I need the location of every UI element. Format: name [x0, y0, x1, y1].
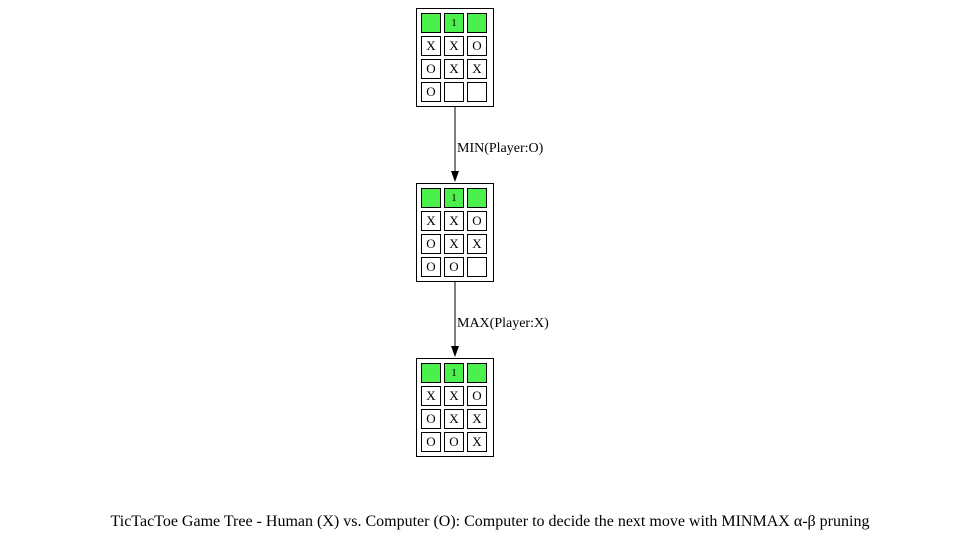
header-cell: 1	[444, 188, 464, 208]
header-cell	[421, 13, 441, 33]
header-cell	[421, 363, 441, 383]
board-cell: X	[421, 36, 441, 56]
board-row: O X X	[421, 59, 487, 79]
tree-node-max: 1 X X O O X X O O X	[416, 358, 494, 457]
board-cell: O	[444, 432, 464, 452]
board-cell	[467, 82, 487, 102]
board-cell: O	[421, 409, 441, 429]
header-row: 1	[421, 13, 487, 33]
board-grid: 1 X X O O X X O	[418, 10, 490, 105]
board-row: O X X	[421, 234, 487, 254]
board-cell: X	[444, 409, 464, 429]
board-row: O	[421, 82, 487, 102]
board-cell: X	[444, 211, 464, 231]
board-cell: X	[467, 59, 487, 79]
board-cell: X	[421, 386, 441, 406]
board-row: O O X	[421, 432, 487, 452]
tree-node-min: 1 X X O O X X O O	[416, 183, 494, 282]
board-cell: O	[444, 257, 464, 277]
board-cell: X	[467, 432, 487, 452]
header-cell	[467, 13, 487, 33]
header-cell: 1	[444, 13, 464, 33]
board-row: O O	[421, 257, 487, 277]
board-cell: X	[444, 234, 464, 254]
board-row: X X O	[421, 386, 487, 406]
tree-node-root: 1 X X O O X X O	[416, 8, 494, 107]
board-cell: X	[467, 409, 487, 429]
header-row: 1	[421, 363, 487, 383]
edge-label-min: MIN(Player:O)	[457, 141, 544, 156]
diagram-caption: TicTacToe Game Tree - Human (X) vs. Comp…	[110, 513, 870, 530]
board-cell	[467, 257, 487, 277]
board-cell: X	[444, 36, 464, 56]
edge-label-max: MAX(Player:X)	[457, 316, 549, 331]
header-cell	[467, 188, 487, 208]
board-cell	[444, 82, 464, 102]
board-grid: 1 X X O O X X O O	[418, 185, 490, 280]
board-cell: O	[421, 82, 441, 102]
board-cell: O	[421, 257, 441, 277]
board-cell: X	[444, 386, 464, 406]
board-grid: 1 X X O O X X O O X	[418, 360, 490, 455]
header-cell: 1	[444, 363, 464, 383]
header-row: 1	[421, 188, 487, 208]
board-row: X X O	[421, 211, 487, 231]
board-cell: O	[421, 432, 441, 452]
board-row: X X O	[421, 36, 487, 56]
board-cell: O	[421, 59, 441, 79]
board-cell: O	[467, 36, 487, 56]
arrowhead-icon	[451, 171, 459, 182]
board-cell: O	[467, 211, 487, 231]
arrowhead-icon	[451, 346, 459, 357]
board-cell: X	[444, 59, 464, 79]
board-row: O X X	[421, 409, 487, 429]
board-cell: O	[467, 386, 487, 406]
board-cell: X	[421, 211, 441, 231]
board-cell: X	[467, 234, 487, 254]
board-cell: O	[421, 234, 441, 254]
header-cell	[467, 363, 487, 383]
header-cell	[421, 188, 441, 208]
